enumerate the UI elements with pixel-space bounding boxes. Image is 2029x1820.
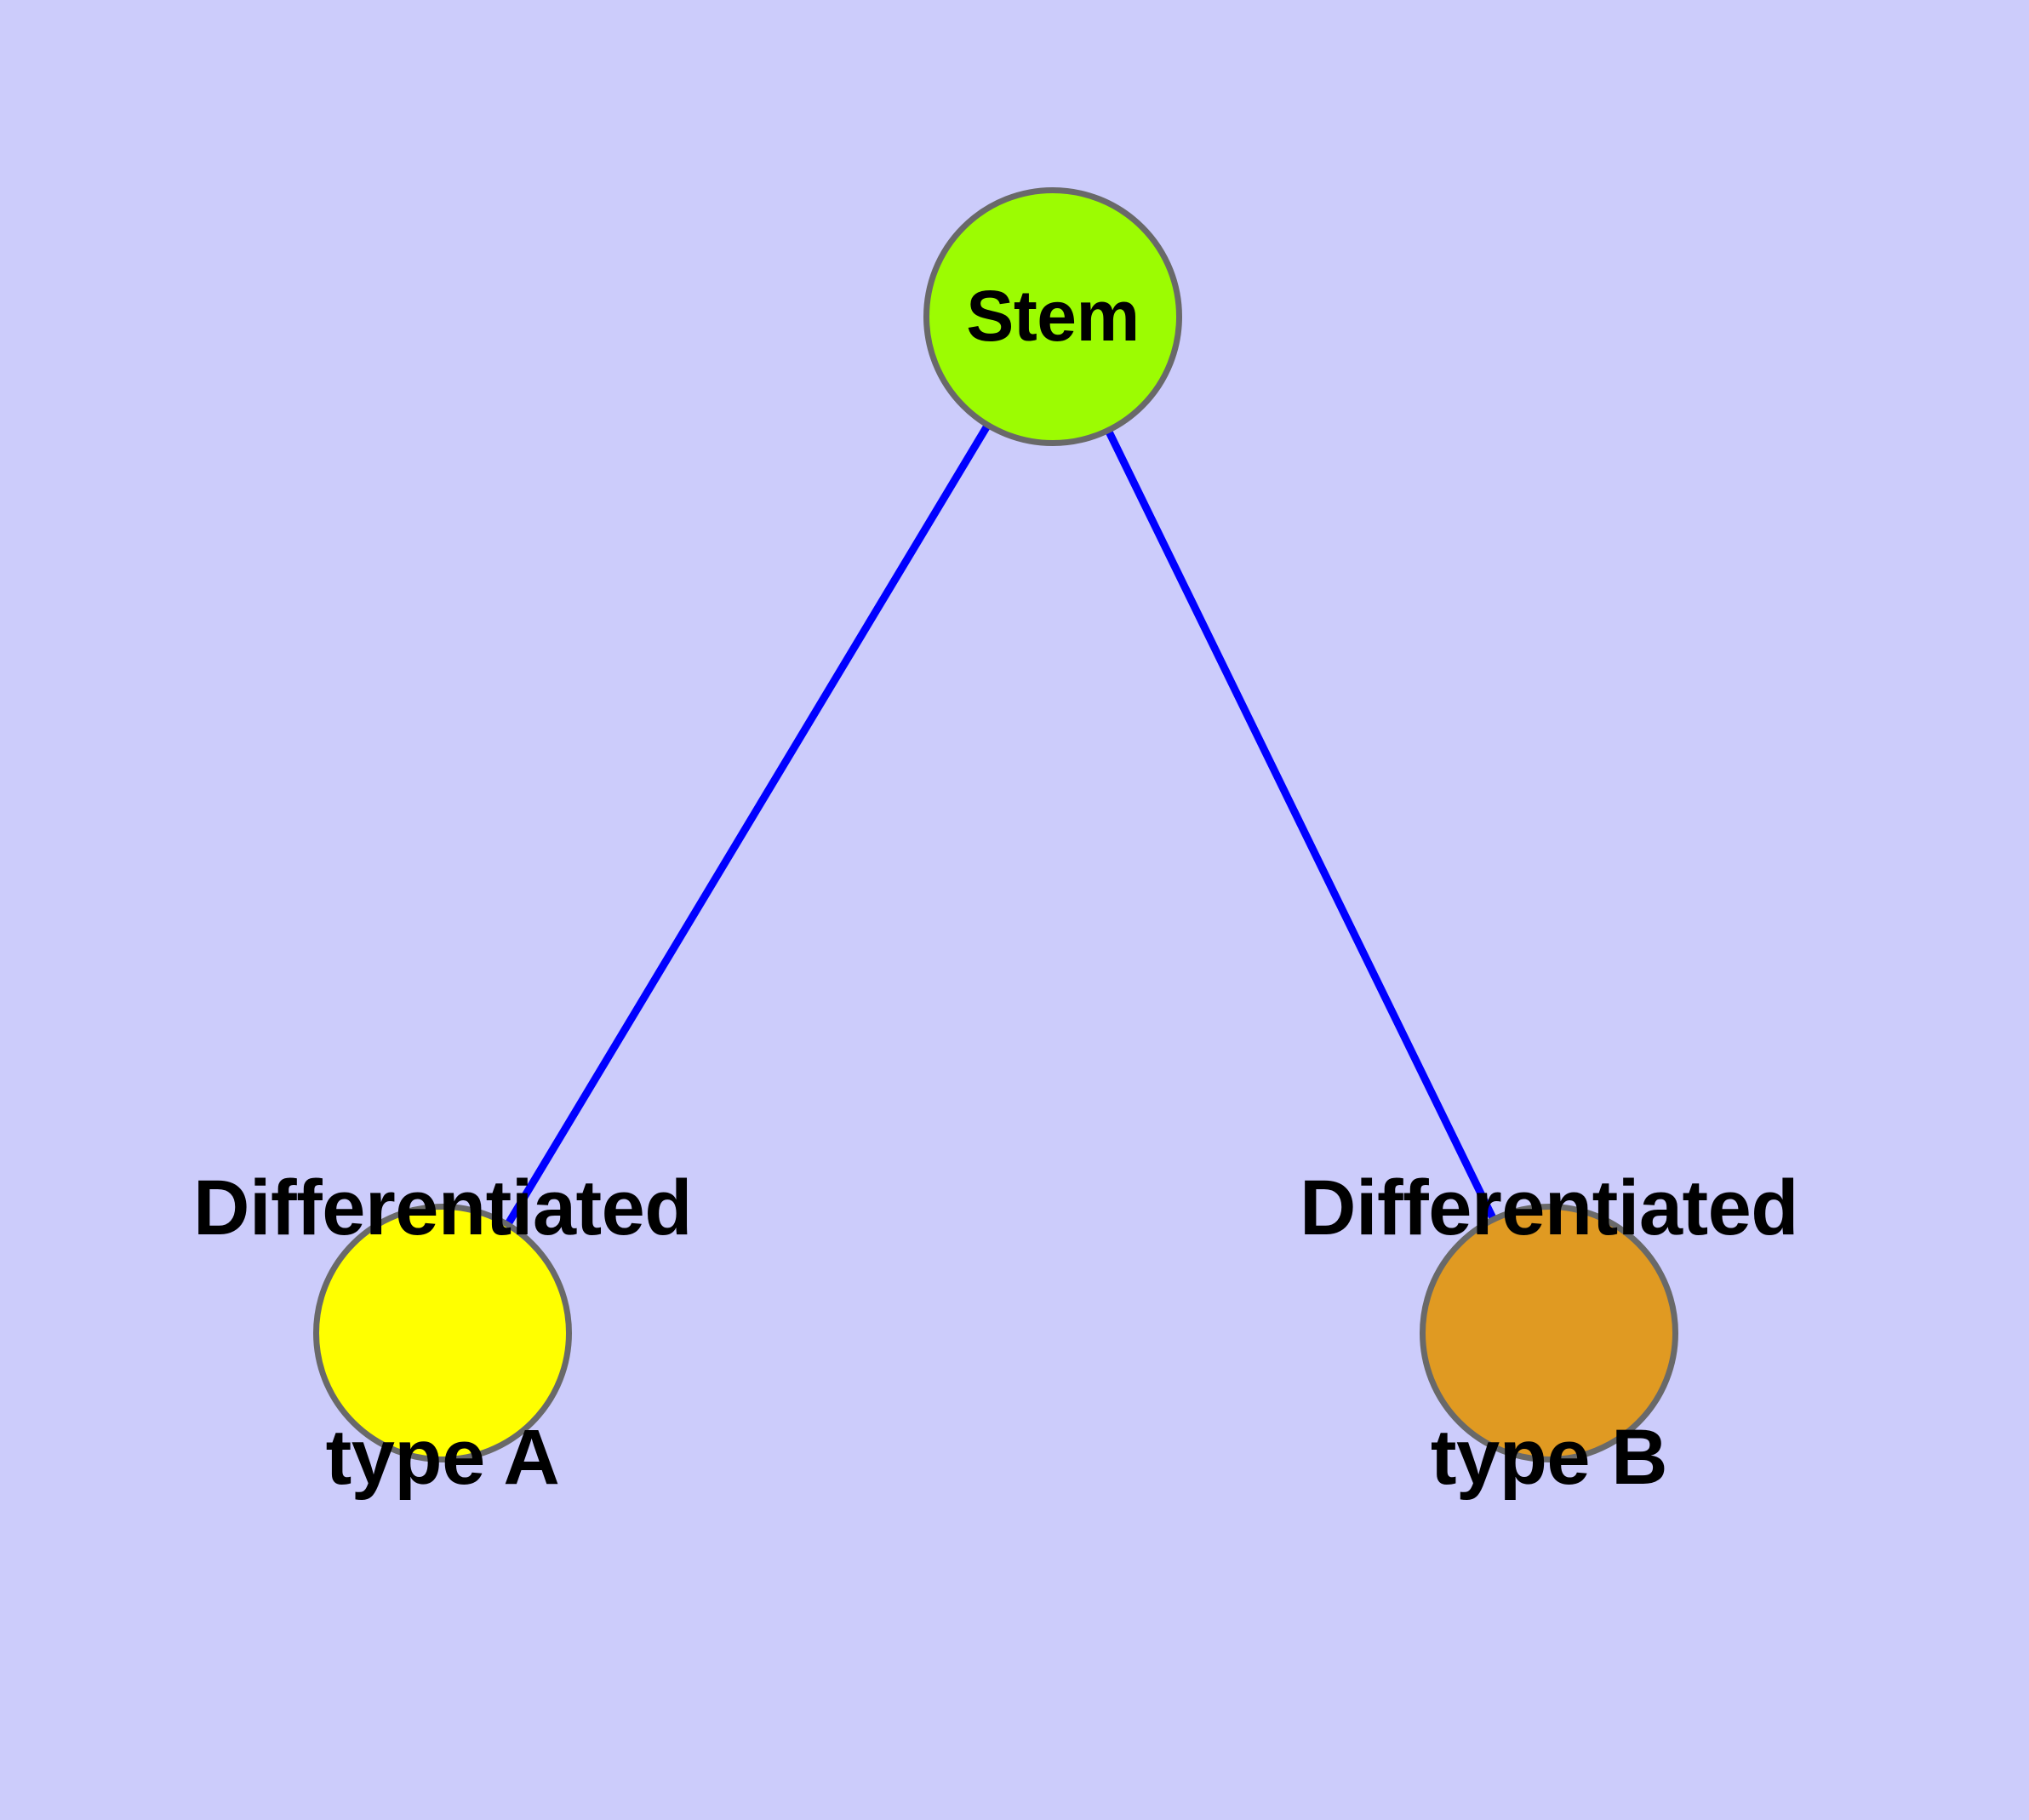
edge-stem-to-differentiated-b[interactable] [1049,315,1553,1335]
edge-stem-to-differentiated-a[interactable] [439,314,1056,1336]
node-differentiated-type-b[interactable] [1420,1204,1678,1462]
node-differentiated-type-a[interactable] [313,1204,572,1462]
node-stem[interactable] [923,187,1182,446]
node-layer [313,187,1678,1462]
edge-layer [439,314,1553,1336]
